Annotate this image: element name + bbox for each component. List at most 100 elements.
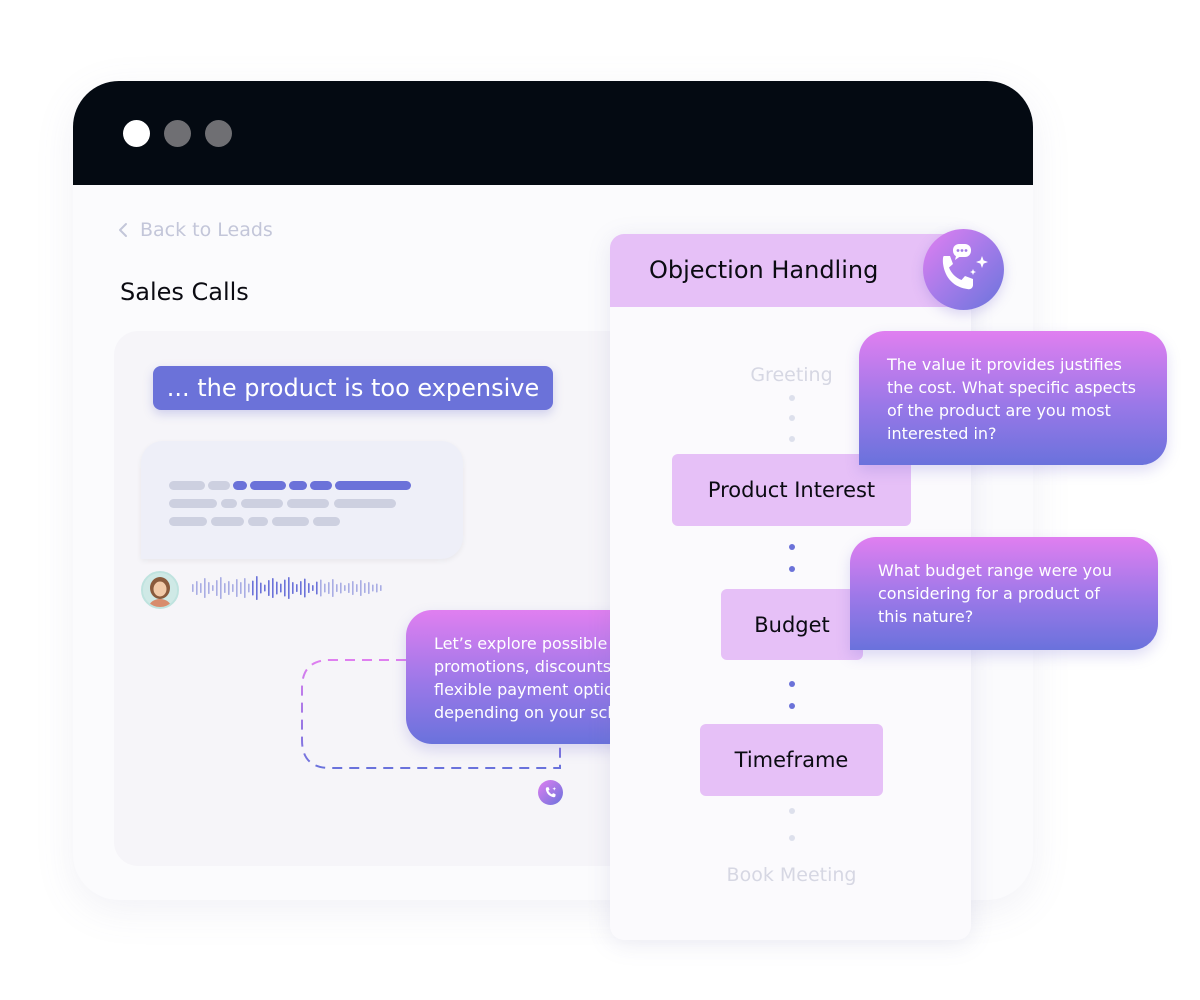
- text-placeholder-line: [334, 499, 396, 508]
- objection-quote: ... the product is too expensive: [153, 366, 553, 410]
- waveform-bar: [348, 583, 350, 593]
- waveform-bar: [280, 583, 282, 593]
- chevron-left-icon: [118, 222, 128, 238]
- text-placeholder-line: [313, 517, 340, 526]
- waveform-bar: [340, 582, 342, 594]
- waveform-bar: [368, 582, 370, 594]
- waveform-bar: [192, 584, 194, 592]
- flow-connector-dot: [789, 703, 795, 709]
- waveform-bar: [240, 582, 242, 594]
- back-to-leads-link[interactable]: Back to Leads: [118, 218, 273, 242]
- window-titlebar: [73, 81, 1033, 185]
- avatar: [141, 571, 179, 609]
- product-interest-text: The value it provides justifies the cost…: [887, 355, 1136, 443]
- waveform-bar: [336, 584, 338, 592]
- back-link-label: Back to Leads: [140, 219, 273, 241]
- flow-connector-dot: [789, 436, 795, 442]
- flow-header: Objection Handling: [610, 234, 971, 307]
- window-minimize-button[interactable]: [164, 120, 191, 147]
- text-placeholder-line: [241, 499, 283, 508]
- waveform-bar: [256, 576, 258, 600]
- flow-step-greeting[interactable]: Greeting: [700, 361, 883, 389]
- page-title: Sales Calls: [120, 278, 249, 306]
- waveform-bar: [252, 580, 254, 596]
- window-maximize-button[interactable]: [205, 120, 232, 147]
- flow-connector-dot: [789, 415, 795, 421]
- waveform-bar: [228, 581, 230, 595]
- text-placeholder-line: [272, 517, 309, 526]
- flow-step-label: Book Meeting: [726, 864, 857, 886]
- flow-title: Objection Handling: [649, 256, 879, 284]
- waveform-bar: [360, 580, 362, 596]
- text-highlight-line: [250, 481, 286, 490]
- phone-sparkle-icon: [923, 229, 1004, 310]
- message-placeholder-card: [141, 441, 463, 559]
- waveform-bar: [324, 583, 326, 593]
- waveform-bar: [300, 581, 302, 595]
- waveform-bar: [264, 584, 266, 592]
- waveform-bar: [212, 585, 214, 591]
- text-placeholder-line: [169, 481, 205, 490]
- text-highlight-line: [233, 481, 247, 490]
- flow-connector-dot: [789, 681, 795, 687]
- waveform-bar: [244, 578, 246, 598]
- product-interest-bubble: The value it provides justifies the cost…: [859, 331, 1167, 465]
- flow-connector-dot: [789, 835, 795, 841]
- waveform-bar: [376, 583, 378, 593]
- text-placeholder-line: [248, 517, 268, 526]
- text-placeholder-line: [169, 499, 217, 508]
- waveform-bar: [372, 584, 374, 592]
- text-placeholder-line: [221, 499, 237, 508]
- waveform-bar: [216, 580, 218, 596]
- text-highlight-line: [289, 481, 307, 490]
- waveform-bar: [288, 577, 290, 599]
- text-placeholder-line: [208, 481, 230, 490]
- text-placeholder-line: [169, 517, 207, 526]
- flow-connector-dot: [789, 808, 795, 814]
- waveform-bar: [352, 581, 354, 595]
- waveform-bar: [320, 579, 322, 597]
- waveform-bar: [312, 585, 314, 591]
- waveform-bar: [292, 582, 294, 594]
- waveform-bar: [332, 579, 334, 597]
- waveform-bar: [308, 583, 310, 593]
- text-placeholder-line: [287, 499, 329, 508]
- waveform-bar: [236, 579, 238, 597]
- waveform-bar: [316, 581, 318, 595]
- waveform-bar: [304, 578, 306, 598]
- flow-step-book-meeting[interactable]: Book Meeting: [700, 861, 883, 889]
- waveform-bar: [224, 583, 226, 593]
- flow-step-budget[interactable]: Budget: [721, 589, 863, 660]
- waveform-bar: [204, 578, 206, 598]
- flow-connector-dot: [789, 544, 795, 550]
- flow-step-label: Product Interest: [707, 478, 876, 502]
- budget-bubble: What budget range were you considering f…: [850, 537, 1158, 650]
- waveform-bar: [328, 582, 330, 594]
- waveform-bar: [268, 580, 270, 596]
- flow-step-label: Timeframe: [734, 748, 849, 772]
- waveform-bar: [344, 585, 346, 591]
- waveform-bar: [356, 584, 358, 592]
- waveform-bar: [248, 583, 250, 593]
- ai-phone-icon: [538, 780, 563, 805]
- flow-step-label: Budget: [754, 612, 830, 637]
- window-close-button[interactable]: [123, 120, 150, 147]
- waveform-bar: [296, 584, 298, 592]
- text-highlight-line: [335, 481, 411, 490]
- waveform-bar: [260, 582, 262, 594]
- audio-waveform-icon: [192, 576, 382, 600]
- budget-text: What budget range were you considering f…: [878, 561, 1113, 626]
- waveform-bar: [272, 578, 274, 598]
- flow-step-timeframe[interactable]: Timeframe: [700, 724, 883, 796]
- waveform-bar: [196, 581, 198, 595]
- flow-step-label: Greeting: [750, 364, 833, 386]
- waveform-bar: [232, 584, 234, 592]
- flow-step-product-interest[interactable]: Product Interest: [672, 454, 911, 526]
- waveform-bar: [284, 579, 286, 597]
- waveform-bar: [200, 583, 202, 593]
- waveform-bar: [364, 583, 366, 593]
- flow-connector-dot: [789, 395, 795, 401]
- flow-connector-dot: [789, 566, 795, 572]
- call-panel: [114, 331, 674, 866]
- waveform-bar: [276, 581, 278, 595]
